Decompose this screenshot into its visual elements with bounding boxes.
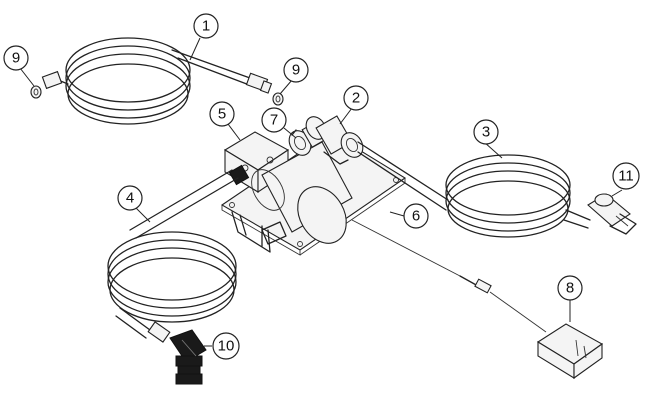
callout-8-label: 8 [566,280,574,297]
callout-11-label: 11 [618,168,634,185]
tubing-coil-3 [445,154,591,238]
leader-5 [227,123,241,141]
pump-motor [251,141,353,245]
power-adapter-8 [536,323,604,380]
callout-5: 5 [209,101,235,127]
callout-7-label: 7 [270,112,278,129]
callout-6: 6 [403,203,429,229]
leader-11 [611,189,623,197]
ball-lock-disconnect-10 [147,321,207,385]
callout-10-label: 10 [218,338,235,355]
fitting-left-coil1 [41,70,63,90]
callout-10: 10 [212,332,240,360]
leader-6 [389,211,405,217]
callout-8: 8 [557,275,583,301]
leader-9b [279,79,293,95]
callout-5-label: 5 [218,106,226,123]
tubing-coil-4 [107,169,239,339]
tubing-coil-1 [57,37,253,125]
valve-body-2 [315,115,364,165]
callout-4: 4 [117,185,143,211]
callout-9b-label: 9 [292,62,300,79]
callout-2: 2 [343,85,369,111]
quick-disconnect-11 [587,193,637,235]
hose-to-coil3 [357,141,449,211]
leader-2 [339,107,353,125]
callout-3: 3 [473,119,499,145]
callout-9a-label: 9 [12,50,20,67]
leader-7 [283,127,297,139]
power-cord [351,219,547,333]
callout-1: 1 [193,13,219,39]
callout-9a: 9 [3,45,29,71]
washer-9-right [272,92,284,106]
callout-9b: 9 [283,57,309,83]
leader-1 [189,37,201,61]
callout-6-label: 6 [412,208,420,225]
leader-3 [483,141,503,159]
callout-7: 7 [261,107,287,133]
leader-4 [135,207,151,223]
callout-4-label: 4 [126,190,134,207]
washer-9-left [30,85,42,99]
callout-11: 11 [612,162,640,190]
callout-3-label: 3 [482,124,490,141]
fitting-right-coil1 [245,72,273,94]
callout-2-label: 2 [352,90,360,107]
callout-1-label: 1 [202,18,210,35]
leader-9a [19,67,35,87]
